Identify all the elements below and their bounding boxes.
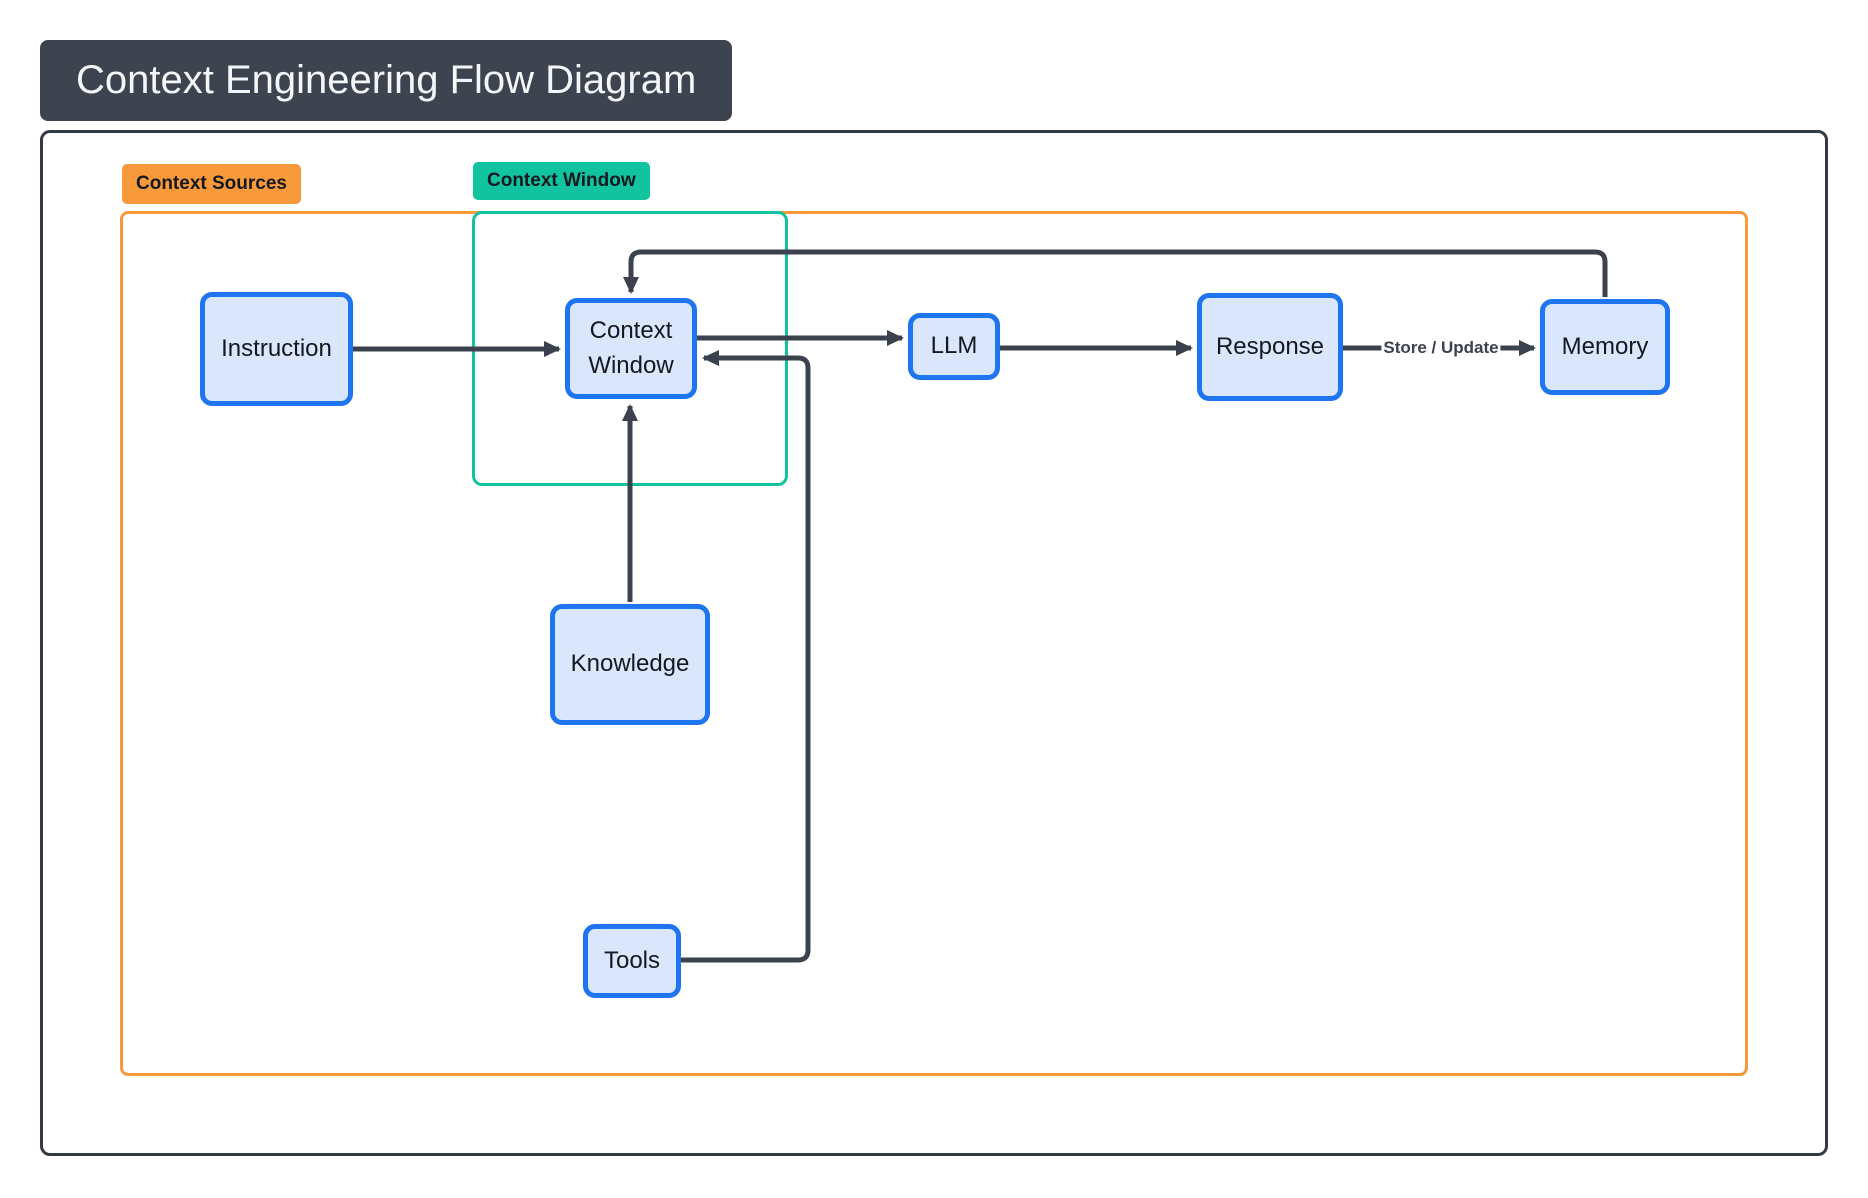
- node-tools-label: Tools: [603, 946, 661, 974]
- diagram-title: Context Engineering Flow Diagram: [40, 40, 733, 121]
- context-sources-group-label: Context Sources: [122, 164, 301, 204]
- node-knowledge-label: Knowledge: [570, 650, 690, 678]
- node-response: Response: [1197, 293, 1343, 401]
- node-response-label: Response: [1215, 332, 1325, 360]
- node-context-window-label: Context Window: [588, 316, 674, 379]
- node-tools: Tools: [583, 924, 681, 998]
- context-window-group-label: Context Window: [473, 162, 650, 200]
- edge-label-store-update: Store / Update: [1381, 338, 1501, 358]
- node-instruction: Instruction: [200, 292, 353, 406]
- node-instruction-label: Instruction: [221, 334, 332, 362]
- node-context-window: Context Window: [565, 298, 697, 399]
- context-sources-group-rect: [120, 211, 1748, 1076]
- node-llm: LLM: [908, 313, 1000, 380]
- node-knowledge: Knowledge: [550, 604, 710, 725]
- node-llm-label: LLM: [930, 332, 978, 360]
- node-memory: Memory: [1540, 299, 1670, 395]
- node-memory-label: Memory: [1561, 332, 1649, 360]
